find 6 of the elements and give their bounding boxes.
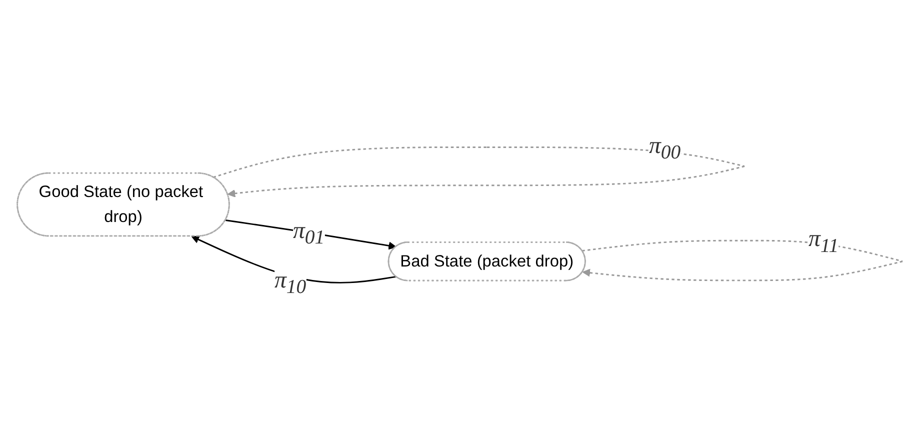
arrow xyxy=(213,146,745,198)
edge-label: π$_{11}$ xyxy=(808,226,839,257)
edge-label: π$_{01}$ xyxy=(293,217,325,249)
edge-label: π$_{10}$ xyxy=(274,266,306,298)
edge-label: π$_{00}$ xyxy=(649,132,681,164)
state-diagram: π$_{00}$ π$_{01}$ π$_{11}$ π$_{10}$ Good State (no packet drop) Bad State (packet drop) xyxy=(10,120,910,310)
